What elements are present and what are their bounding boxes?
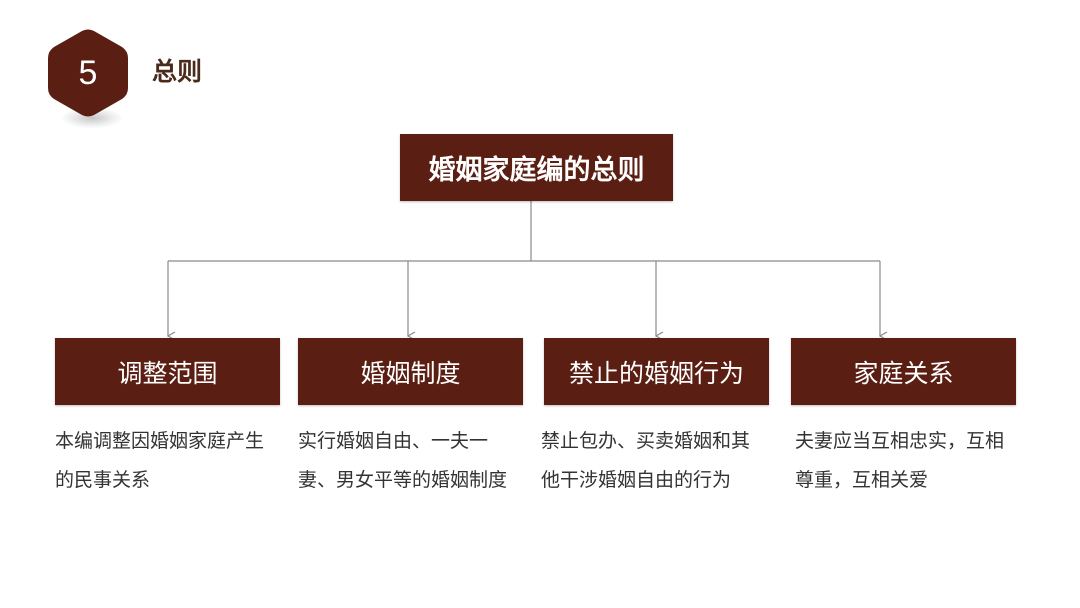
description-scope: 本编调整因婚姻家庭产生的民事关系 (55, 430, 265, 491)
category-marriage-system: 婚姻制度 (298, 338, 523, 405)
root-node: 婚姻家庭编的总则 (400, 134, 673, 201)
section-number: 5 (78, 53, 98, 92)
category-prohibited-acts: 禁止的婚姻行为 (544, 338, 769, 405)
category-scope: 调整范围 (55, 338, 280, 405)
hexagon-badge-shape (48, 29, 128, 117)
description-family-relations: 夫妻应当互相忠实，互相尊重，互相关爱 (795, 430, 1005, 491)
category-family-relations: 家庭关系 (791, 338, 1016, 405)
badge-shadow (62, 108, 122, 128)
section-number-badge: 5 (48, 28, 128, 118)
description-prohibited-acts: 禁止包办、买卖婚姻和其他干涉婚姻自由的行为 (541, 430, 751, 491)
section-title: 总则 (152, 57, 203, 86)
description-marriage-system: 实行婚姻自由、一夫一妻、男女平等的婚姻制度 (298, 430, 508, 491)
